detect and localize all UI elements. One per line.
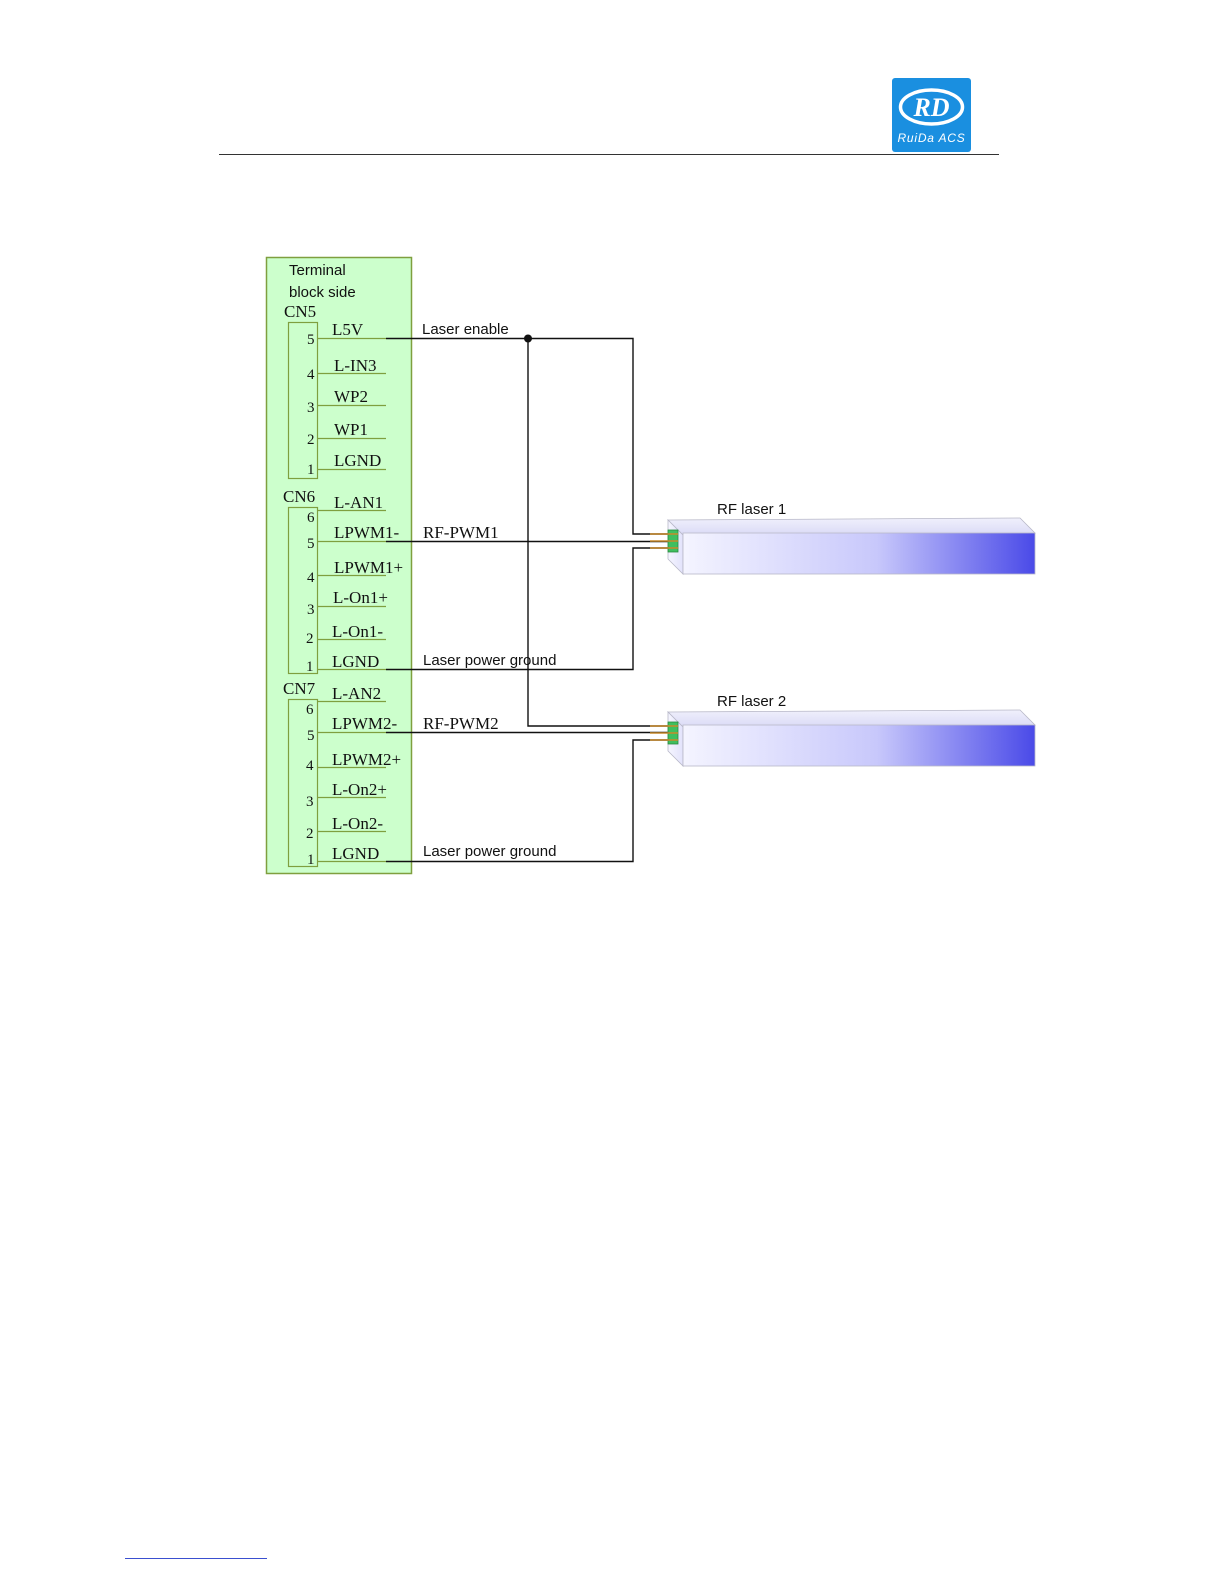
rf-laser-2 bbox=[650, 710, 1035, 766]
rf-pwm2-label: RF-PWM2 bbox=[423, 714, 499, 733]
cn6-pin6-num: 6 bbox=[307, 510, 315, 526]
cn7-pin3-num: 3 bbox=[306, 794, 314, 810]
ground1-label: Laser power ground bbox=[423, 652, 556, 669]
rf-laser-1-body bbox=[683, 533, 1035, 574]
cn5-pin1-label: LGND bbox=[334, 451, 381, 470]
cn7-pin4-label: LPWM2+ bbox=[332, 750, 401, 769]
cn5-pin4-num: 4 bbox=[307, 367, 315, 383]
cn5-pin3-label: WP2 bbox=[334, 387, 368, 406]
cn7-pin5-label: LPWM2- bbox=[332, 714, 398, 733]
rf-laser-2-label: RF laser 2 bbox=[717, 693, 786, 710]
rf-laser-1-top bbox=[668, 518, 1035, 535]
cn7-pin1-num: 1 bbox=[307, 852, 315, 868]
junction-dot bbox=[524, 335, 532, 343]
terminal-title-line2: block side bbox=[289, 284, 356, 301]
cn7-pin3-label: L-On2+ bbox=[332, 780, 387, 799]
cn7-pin6-label: L-AN2 bbox=[332, 684, 381, 703]
cn5-pin5-label: L5V bbox=[332, 320, 364, 339]
terminal-title-line1: Terminal bbox=[289, 262, 346, 279]
ground2-label: Laser power ground bbox=[423, 843, 556, 860]
cn6-pin3-num: 3 bbox=[307, 602, 315, 618]
cn7-pin4-num: 4 bbox=[306, 758, 314, 774]
laser-enable-label: Laser enable bbox=[422, 321, 509, 338]
wires bbox=[386, 339, 668, 862]
cn5-pin5-num: 5 bbox=[307, 332, 315, 348]
cn6-pin1-label: LGND bbox=[332, 652, 379, 671]
cn6-pin2-label: L-On1- bbox=[332, 622, 383, 641]
cn7-pin2-num: 2 bbox=[306, 826, 314, 842]
cn6-pin5-num: 5 bbox=[307, 536, 315, 552]
cn7-pin1-label: LGND bbox=[332, 844, 379, 863]
rf-laser-2-body bbox=[683, 725, 1035, 766]
cn6-pin4-label: LPWM1+ bbox=[334, 558, 403, 577]
rf-pwm1-label: RF-PWM1 bbox=[423, 523, 499, 542]
rf-laser-1 bbox=[650, 518, 1035, 574]
rf-laser-2-top bbox=[668, 710, 1035, 727]
cn5-pin2-num: 2 bbox=[307, 432, 315, 448]
cn7-pin5-num: 5 bbox=[307, 728, 315, 744]
cn6-pin3-label: L-On1+ bbox=[333, 588, 388, 607]
cn5-pin3-num: 3 bbox=[307, 400, 315, 416]
cn6-pin1-num: 1 bbox=[306, 659, 314, 675]
cn7-label: CN7 bbox=[283, 679, 316, 698]
cn5-pin4-label: L-IN3 bbox=[334, 356, 376, 375]
cn6-pin6-label: L-AN1 bbox=[334, 493, 383, 512]
cn5-pin2-label: WP1 bbox=[334, 420, 368, 439]
cn6-label: CN6 bbox=[283, 487, 315, 506]
cn6-pin2-num: 2 bbox=[306, 631, 314, 647]
cn6-pin5-label: LPWM1- bbox=[334, 523, 400, 542]
footer-link-underline[interactable] bbox=[125, 1558, 267, 1559]
cn5-pin1-num: 1 bbox=[307, 462, 315, 478]
cn6-pin4-num: 4 bbox=[307, 570, 315, 586]
cn7-pin6-num: 6 bbox=[306, 702, 314, 718]
laser-enable-wire bbox=[386, 339, 668, 535]
cn5-label: CN5 bbox=[284, 302, 316, 321]
rf-laser-1-label: RF laser 1 bbox=[717, 501, 786, 518]
cn7-pin2-label: L-On2- bbox=[332, 814, 383, 833]
